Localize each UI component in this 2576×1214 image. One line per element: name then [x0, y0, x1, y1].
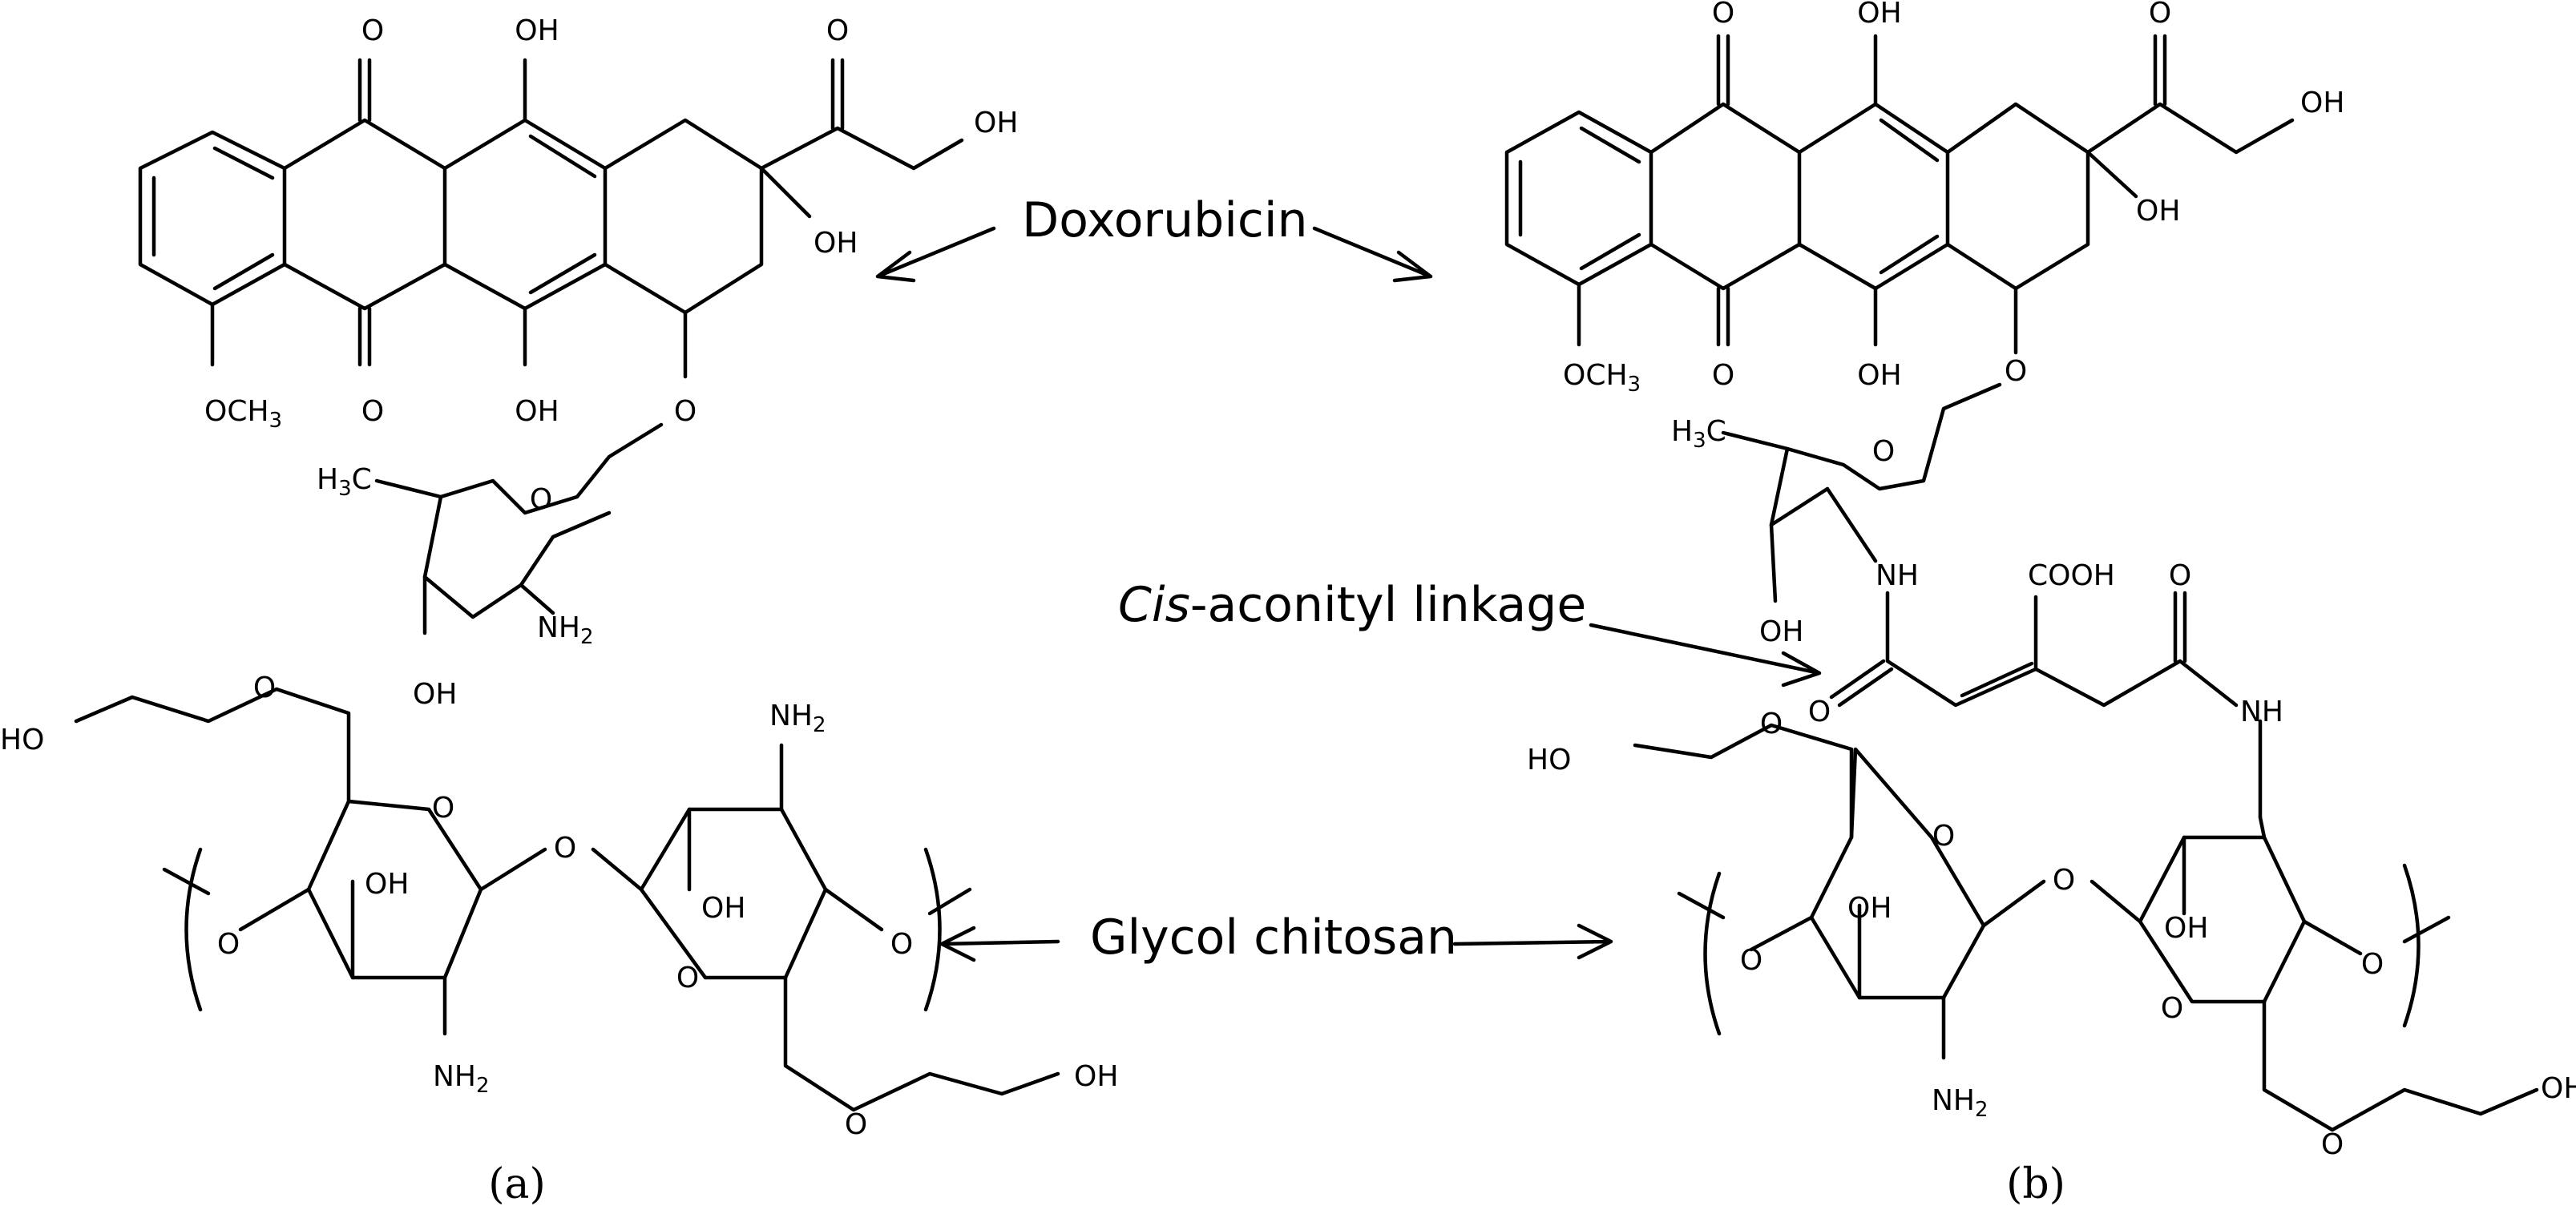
atom-hydroxyl: OH	[1857, 359, 1901, 392]
atom-ketone-oxygen: O	[2149, 0, 2171, 30]
glycol-chitosan-label: Glycol chitosan	[1090, 909, 1457, 966]
atom-glycosidic-oxygen: O	[554, 832, 576, 865]
atom-amine: NH2	[537, 611, 594, 649]
atom-hydroxyl: OH	[515, 395, 559, 428]
panel-a-glycol-chitosan-structure: O O HO OH O NH2 O OH NH2 O O O OH	[0, 672, 1118, 1141]
atom-glycosidic-oxygen: O	[1740, 944, 1762, 977]
glycol-chitosan-arrow-right	[1452, 923, 1613, 960]
atom-hydroxyl: OH	[2136, 195, 2180, 228]
atom-hydroxyl: OH	[2300, 87, 2344, 119]
atom-hydroxyl: OH	[974, 107, 1018, 139]
atom-amine: NH2	[1932, 1084, 1989, 1122]
atom-carbonyl-oxygen: O	[1712, 359, 1734, 392]
atom-amide-nitrogen: NH	[2240, 696, 2283, 728]
atom-ether-oxygen: O	[1760, 708, 1783, 740]
atom-glycosidic-oxygen: O	[2005, 355, 2027, 388]
doxorubicin-arrow-right	[1312, 226, 1433, 283]
cis-aconityl-label: Cis-aconityl linkage	[1118, 577, 1586, 633]
atom-carbonyl-oxygen: O	[361, 14, 384, 47]
atom-ether-oxygen: O	[2321, 1128, 2344, 1161]
panel-b-glycol-chitosan-structure: O O HO OH O NH2 O OH O O O OH	[1527, 708, 2576, 1161]
atom-hydroxyl: OH	[413, 678, 457, 711]
atom-glycosidic-oxygen: O	[2053, 864, 2075, 897]
doxorubicin-arrow-left	[875, 226, 996, 283]
atom-hydroxyl: OH	[701, 892, 745, 925]
atom-ether-oxygen: O	[845, 1108, 867, 1141]
glycol-chitosan-arrow-left	[939, 926, 1060, 962]
atom-amide-nitrogen: NH	[1875, 559, 1919, 592]
atom-carboxylic-acid: COOH	[2028, 559, 2115, 592]
atom-hydroxyl: OH	[1847, 892, 1892, 925]
atom-glycosidic-oxygen: O	[674, 395, 696, 428]
atom-ether-oxygen: O	[253, 672, 276, 704]
atom-ring-oxygen: O	[530, 483, 552, 516]
atom-carbonyl-oxygen: O	[1712, 0, 1734, 30]
atom-methoxy: OCH3	[1563, 359, 1641, 397]
atom-hydroxyl: OH	[1759, 615, 1803, 648]
atom-hydroxyl: OH	[1857, 0, 1901, 30]
annotation-doxorubicin: Doxorubicin	[875, 192, 1433, 283]
atom-hydroxyl: OH	[814, 227, 858, 260]
atom-hydroxyl: HO	[0, 724, 44, 756]
doxorubicin-label: Doxorubicin	[1022, 192, 1308, 248]
atom-ring-oxygen: O	[1932, 820, 1955, 853]
atom-hydroxyl: OH	[1074, 1060, 1118, 1093]
atom-hydroxyl: OH	[2164, 912, 2208, 945]
atom-methyl: H3C	[1671, 415, 1726, 453]
panel-a-caption: (a)	[488, 1160, 546, 1208]
atom-glycosidic-oxygen: O	[217, 928, 240, 961]
panel-b-doxorubicin-structure: O O OH OH OCH3 O OH OH O O H3C NH OH COO…	[1504, 0, 2344, 820]
atom-ring-oxygen: O	[1872, 435, 1895, 468]
atom-carbonyl-oxygen: O	[1808, 696, 1831, 728]
atom-carbonyl-oxygen: O	[2169, 559, 2191, 592]
atom-carbonyl-oxygen: O	[361, 395, 384, 428]
atom-ring-oxygen: O	[676, 962, 699, 994]
atom-glycosidic-oxygen: O	[890, 928, 913, 961]
panel-b-caption: (b)	[2006, 1160, 2065, 1208]
annotation-glycol-chitosan: Glycol chitosan	[939, 909, 1613, 966]
atom-ring-oxygen: O	[432, 792, 454, 825]
atom-hydroxyl: OH	[365, 868, 409, 901]
atom-methoxy: OCH3	[204, 395, 282, 433]
atom-hydroxyl: HO	[1527, 744, 1571, 776]
atom-amine: NH2	[433, 1060, 490, 1098]
atom-amine: NH2	[769, 700, 826, 737]
panel-a-doxorubicin-structure: O O OH OH OCH3 O OH OH O O H3C NH2 OH	[138, 14, 1018, 711]
atom-methyl: H3C	[317, 463, 372, 501]
annotation-cis-aconityl: Cis-aconityl linkage	[1118, 577, 1822, 688]
atom-hydroxyl: OH	[2541, 1072, 2576, 1105]
atom-glycosidic-oxygen: O	[2361, 948, 2384, 981]
atom-ketone-oxygen: O	[826, 14, 849, 47]
atom-hydroxyl: OH	[515, 14, 559, 47]
cis-aconityl-arrow	[1589, 623, 1822, 688]
atom-ring-oxygen: O	[2161, 992, 2183, 1025]
